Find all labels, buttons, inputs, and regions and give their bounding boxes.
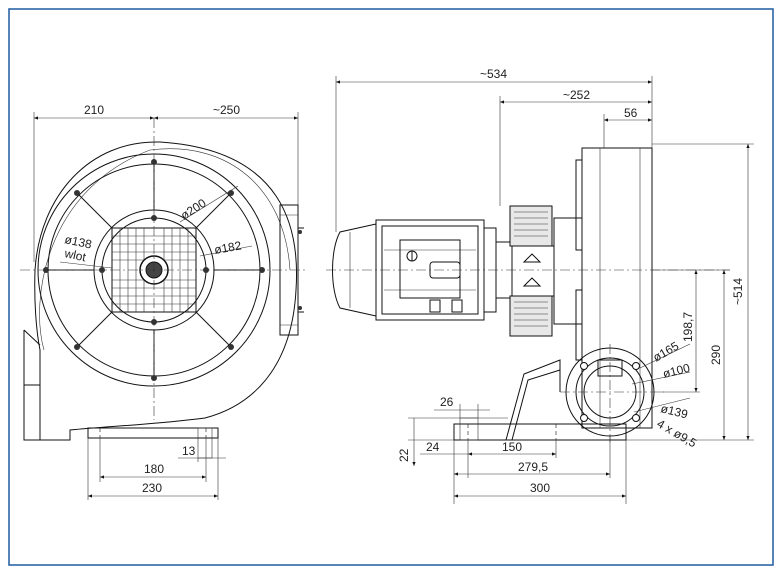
dim-width-left: 210 — [84, 103, 104, 117]
dim-bolt-circle: ø139 — [659, 401, 689, 421]
dim-fan-length: ~252 — [563, 88, 590, 102]
dim-slot-width: 26 — [440, 395, 454, 409]
dim-foot-hole: 13 — [182, 444, 196, 458]
dim-total-length: ~534 — [480, 67, 507, 81]
dim-inlet-dia: ø200 — [178, 196, 209, 223]
dim-axis-height: 290 — [709, 345, 723, 365]
dim-foot-hole-dist: 150 — [502, 440, 522, 454]
dim-fan-depth: 56 — [624, 106, 638, 120]
dim-outlet-height: 198,7 — [681, 312, 695, 342]
dim-foot-thickness: 22 — [397, 448, 411, 462]
dim-foot-inner: 180 — [144, 462, 164, 476]
dim-foot-outer: 230 — [142, 481, 162, 495]
dim-outlet-dia: ø138 — [63, 232, 93, 251]
dim-foot-span: 279,5 — [518, 460, 548, 474]
dim-bolt-holes: 4 x ø9,5 — [655, 416, 700, 450]
dim-total-height: ~514 — [731, 278, 745, 305]
dim-hub-dia: ø182 — [213, 238, 243, 257]
dim-base-length: 300 — [530, 481, 550, 495]
dim-foot-offset: 24 — [426, 440, 440, 454]
front-view: 210 ~250 ø200 ø182 ø138 wlot 13 180 230 — [20, 103, 306, 500]
dim-width-right: ~250 — [213, 103, 240, 117]
side-view: ~534 ~252 56 ~514 290 198,7 ø165 ø100 ø1… — [326, 67, 754, 504]
drawing-frame — [8, 8, 774, 566]
label-inlet: wlot — [62, 246, 87, 264]
dim-flange-inner: ø100 — [661, 361, 691, 381]
dim-flange-outer: ø165 — [651, 339, 682, 365]
